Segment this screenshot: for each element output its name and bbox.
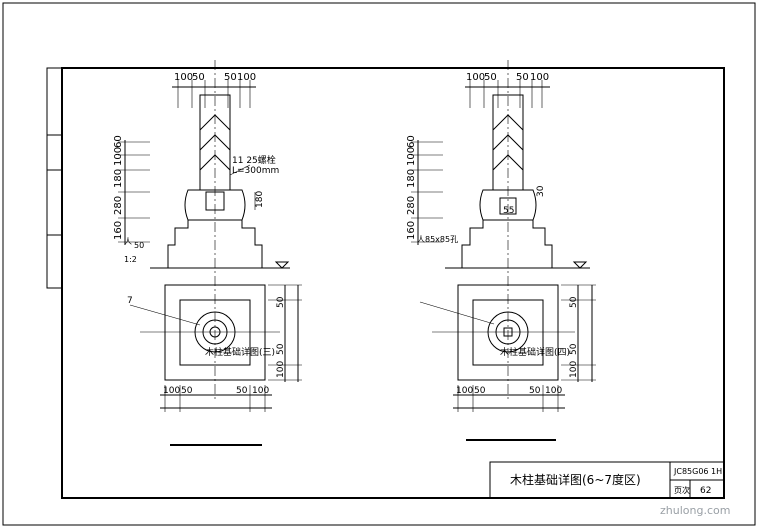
base-dim-2-r: 50 [474,386,486,396]
plan-title-right: 木柱基础详图(四) [500,346,570,358]
vert-dim-100-r: 100 [406,147,417,166]
top-dim-1: 100 [174,72,193,83]
side-dim-2: 50 [276,343,286,355]
base-dim-1: 100 [163,386,180,396]
right-detail: 100 50 50 100 60 100 180 280 160 30 55 人… [406,60,596,441]
small-dim: 180 [255,191,265,208]
watermark: zhulong.com [660,504,730,517]
left-detail: 100 50 50 100 60 100 180 280 160 11 25螺栓 [113,60,302,446]
bolt-note: 11 25螺栓 [232,154,276,166]
plan-outer [164,284,266,381]
vert-dim-280-r: 280 [406,196,417,215]
top-dim-2: 50 [192,72,205,83]
page-number: 62 [700,486,711,496]
callout-label: 7 [127,296,133,306]
vert-dim-100: 100 [113,147,124,166]
plan-mid-r [472,299,544,366]
mortar-note: 1:2 [124,255,137,264]
bolt-length: L=300mm [232,166,279,176]
vert-dim-60: 60 [113,135,124,148]
plan-title-left: 木柱基础详图(三) [205,346,275,358]
top-dim-3: 50 [224,72,237,83]
left-binding-strip [46,67,63,289]
side-dim-3-r: 100 [569,361,579,378]
base-dim-2: 50 [181,386,193,396]
page-label: 页次 [674,485,690,495]
top-dim-3-r: 50 [516,72,529,83]
anchor-dim: 50 [134,241,144,250]
vert-dim-160: 160 [113,221,124,240]
base-dim-1-r: 100 [456,386,473,396]
inner-frame [61,67,725,499]
vert-dim-180: 180 [113,169,124,188]
vert-dim-160-r: 160 [406,221,417,240]
vert-dim-280: 280 [113,196,124,215]
base-dim-3-r: 50 [529,386,541,396]
drawing-title: 木柱基础详图(6~7度区) [510,472,641,487]
top-dim-2-r: 50 [484,72,497,83]
footing-r [461,219,553,269]
vert-dim-180-r: 180 [406,169,417,188]
small-dim-55: 55 [503,206,514,216]
base-dim-4: 100 [252,386,269,396]
base-dim-4-r: 100 [545,386,562,396]
plan-outer-r [457,284,559,381]
top-dim-1-r: 100 [466,72,485,83]
side-dim-3: 100 [276,361,286,378]
small-dim-30: 30 [536,185,546,197]
side-dim-2-r: 50 [569,343,579,355]
top-dim-4: 100 [237,72,256,83]
side-dim-1-r: 50 [569,296,579,308]
base-dim-3: 50 [236,386,248,396]
side-dim-1: 50 [276,296,286,308]
drawing-code: JC85G06 1H [673,467,722,476]
plan-mid [179,299,251,366]
anchor-note-r: 人85x85孔 [417,235,458,244]
anchor-note: 人 [124,237,132,246]
title-block: 木柱基础详图(6~7度区) JC85G06 1H 页次 62 [489,461,725,499]
top-dim-4-r: 100 [530,72,549,83]
vert-dim-60-r: 60 [406,135,417,148]
